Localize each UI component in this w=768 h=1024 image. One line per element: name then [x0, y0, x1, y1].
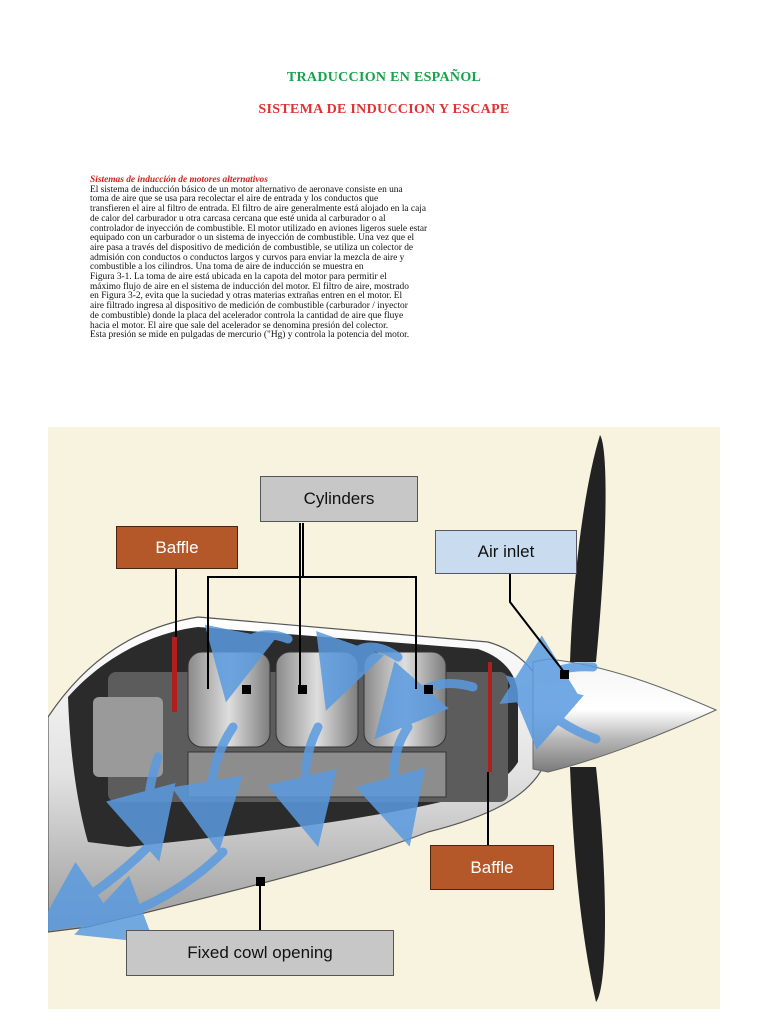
article-line: de calor del carburador u otra carcasa c… — [90, 213, 386, 224]
article-line: controlador de inyección de combustible.… — [90, 223, 428, 234]
article-line: Esta presión se mide en pulgadas de merc… — [90, 330, 410, 341]
airflow-arrow — [105, 752, 176, 862]
article-line: aire pasa a través del dispositivo de me… — [90, 242, 414, 253]
baffle-front — [488, 662, 492, 772]
article-line: toma de aire que se usa para recolectar … — [90, 194, 379, 205]
article-line: El sistema de inducción básico de un mot… — [90, 184, 403, 195]
baffle-rear — [172, 637, 177, 712]
cylinder-fins — [187, 751, 447, 798]
article-line: admisión con conductos o conductos largo… — [90, 252, 405, 263]
airflow-arrow — [505, 675, 601, 750]
air-inlet-label: Air inlet — [435, 530, 577, 574]
page-title: TRADUCCION EN ESPAÑOL — [286, 70, 482, 85]
page-subtitle: SISTEMA DE INDUCCION Y ESCAPE — [258, 102, 510, 117]
leader-dot — [298, 685, 307, 694]
leader-dot — [256, 877, 265, 886]
article-line: combustible a los cilindros. Una toma de… — [90, 262, 364, 273]
airflow-arrow — [355, 722, 425, 847]
article-line: equipado con un carburador o un sistema … — [90, 233, 415, 244]
baffle-bottom-label: Baffle — [430, 845, 554, 890]
fixed-cowl-opening-label: Fixed cowl opening — [126, 930, 394, 976]
airflow-arrow — [204, 624, 293, 703]
article-line: de combustible) donde la placa del acele… — [90, 310, 404, 321]
engine-accessory-case — [93, 697, 163, 777]
cylinders-label: Cylinders — [260, 476, 418, 522]
article-line: Figura 3-1. La toma de aire está ubicada… — [90, 272, 387, 283]
article-line: transfieren el aire al filtro de entrada… — [90, 204, 427, 215]
airflow-arrow — [316, 630, 403, 711]
article-line: máximo flujo de aire en el sistema de in… — [90, 281, 409, 292]
article-line: hacia el motor. El aire que sale del ace… — [90, 320, 389, 331]
article-line: aire filtrado ingresa al dispositivo de … — [90, 301, 408, 312]
airflow-arrow — [74, 847, 228, 944]
engine-illustration — [48, 435, 718, 1002]
airflow-arrow — [171, 722, 243, 853]
propeller-blade-lower — [570, 767, 605, 1002]
leader-dot — [424, 685, 433, 694]
engine-induction-figure: Cylinders Baffle Air inlet Baffle Fixed … — [48, 427, 720, 1009]
baffle-top-label: Baffle — [116, 526, 238, 569]
leader-line — [207, 523, 304, 689]
leader-dot — [560, 670, 569, 679]
airflow-arrow — [266, 722, 337, 848]
article-text: Sistemas de inducción de motores alterna… — [90, 175, 480, 341]
leader-line — [509, 567, 565, 673]
propeller-blade-upper — [570, 435, 606, 662]
article-subheading: Sistemas de inducción de motores alterna… — [90, 175, 268, 185]
airflow-arrow — [48, 842, 153, 933]
leader-dot — [242, 685, 251, 694]
leader-line — [303, 576, 417, 689]
article-line: en Figura 3-2, evita que la suciedad y o… — [90, 291, 403, 302]
